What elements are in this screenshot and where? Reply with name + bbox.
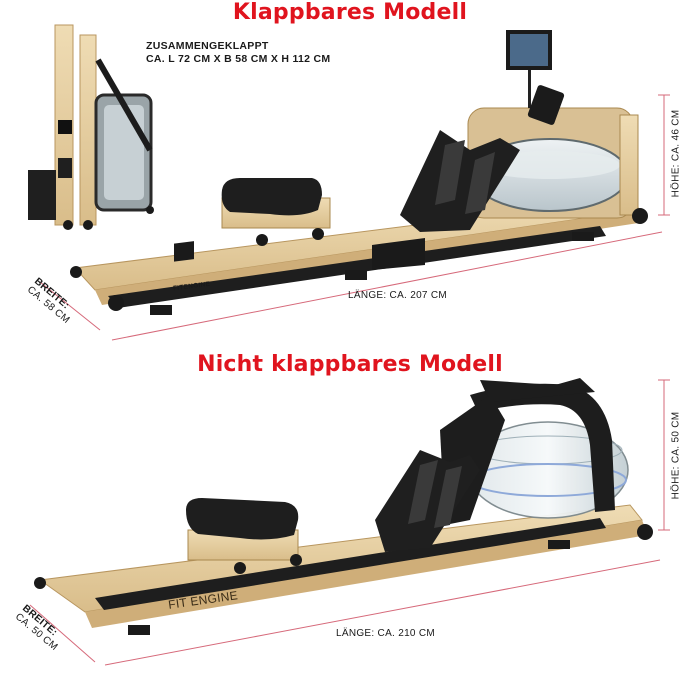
bottom-dimension-lines xyxy=(29,379,670,666)
folded-size: CA. L 72 CM X B 58 CM X H 112 CM xyxy=(146,53,331,65)
folded-rower xyxy=(28,24,154,230)
bottom-height-label: HÖHE: CA. 50 CM xyxy=(670,411,682,500)
top-dimension-lines xyxy=(39,94,670,341)
foldable-rower xyxy=(70,30,648,315)
folded-dimensions: ZUSAMMENGEKLAPPT CA. L 72 CM X B 58 CM X… xyxy=(146,40,330,66)
folded-label: ZUSAMMENGEKLAPPT xyxy=(146,40,269,52)
title-non-foldable-model: Nicht klappbares Modell xyxy=(197,352,503,377)
top-length-label: LÄNGE: CA. 207 CM xyxy=(348,290,448,301)
title-foldable-model: Klappbares Modell xyxy=(232,0,468,25)
bottom-length-label: LÄNGE: CA. 210 CM xyxy=(336,628,436,639)
non-foldable-rower xyxy=(34,378,653,635)
top-height-label: HÖHE: CA. 46 CM xyxy=(670,109,682,198)
